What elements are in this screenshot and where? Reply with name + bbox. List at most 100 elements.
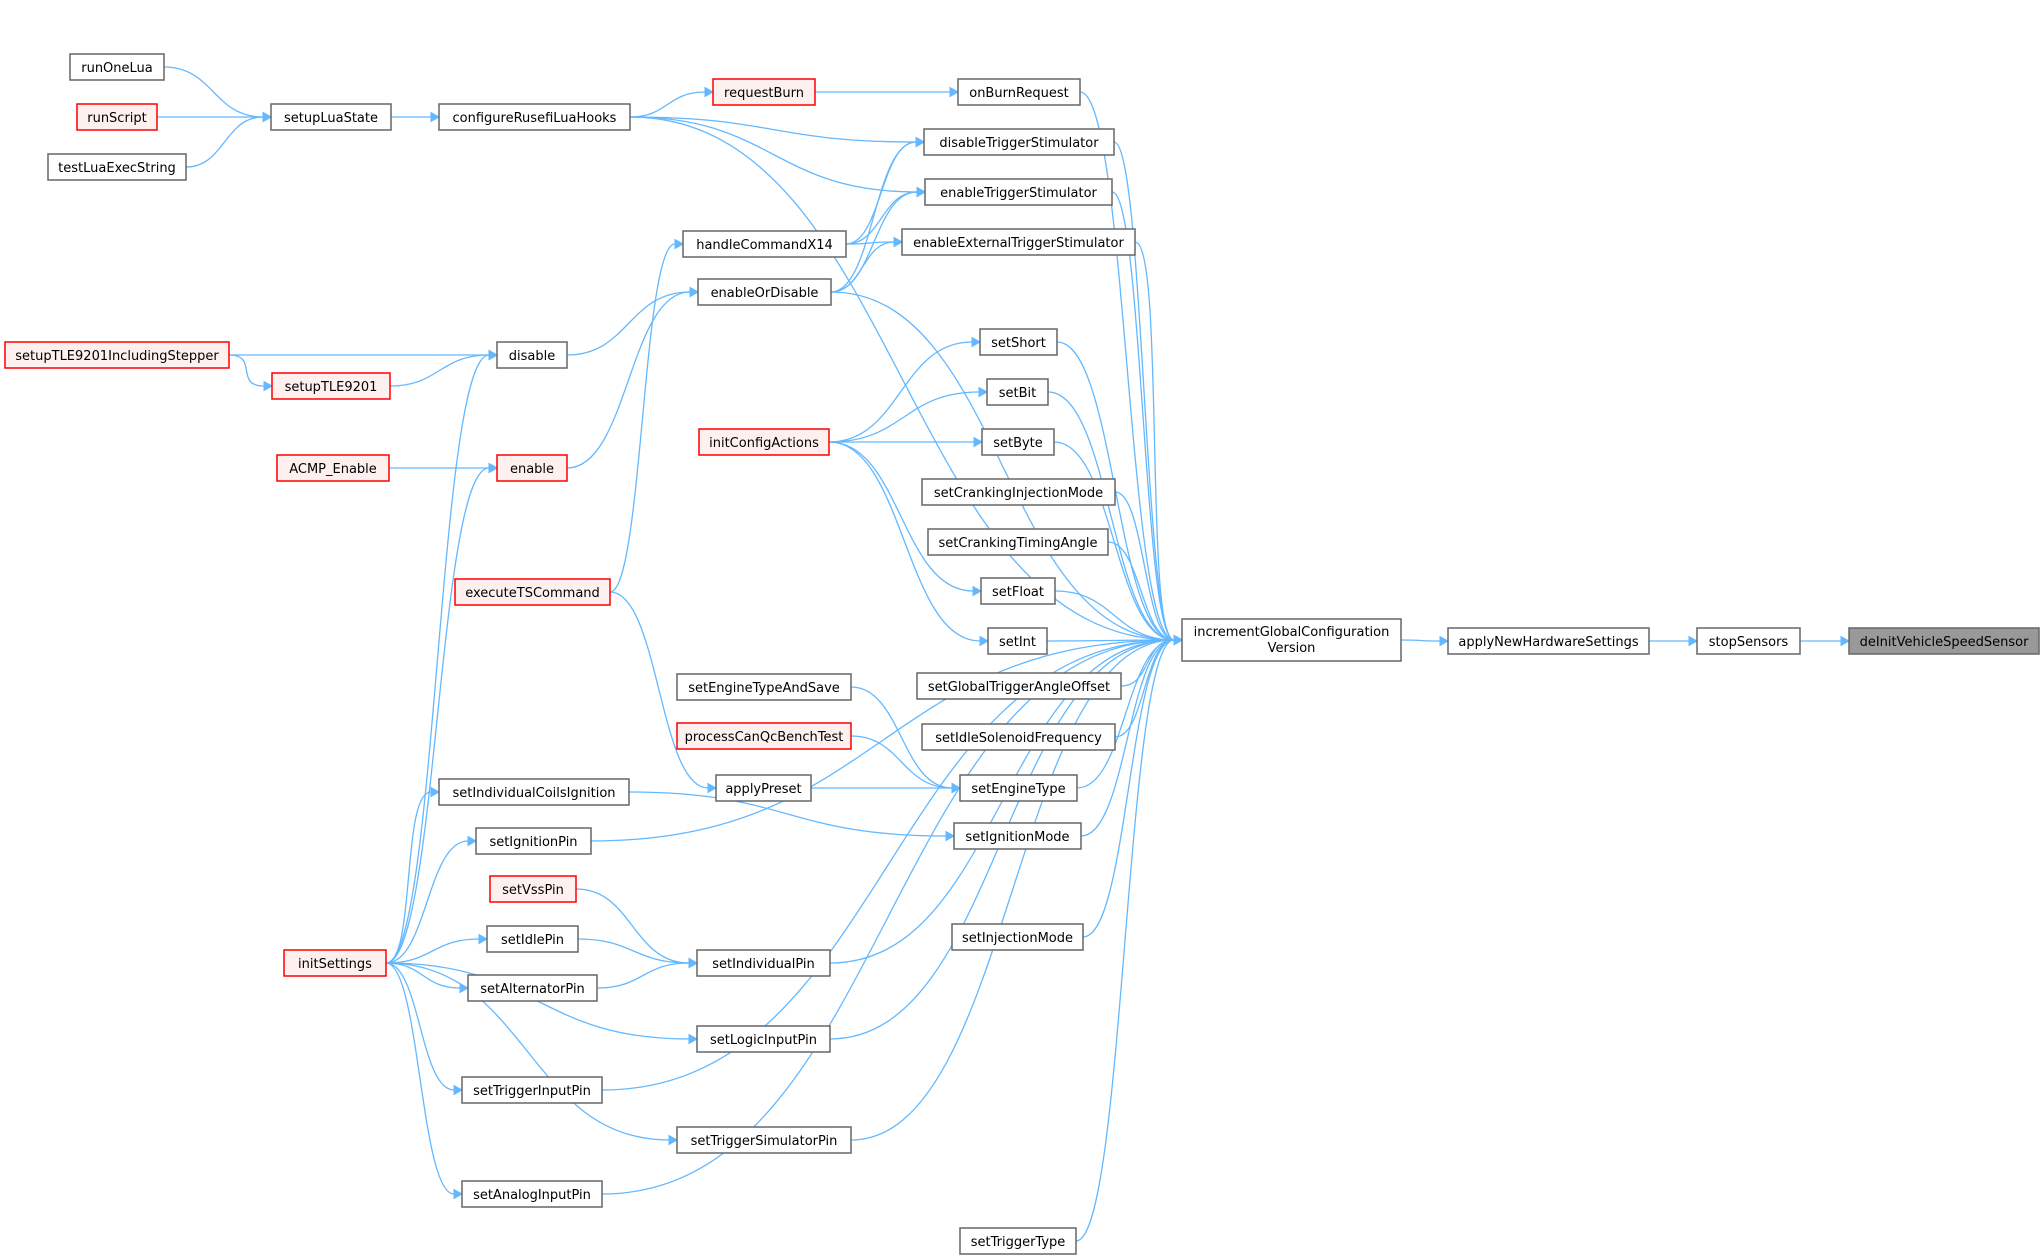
node-setupTLE9201[interactable]: setupTLE9201 [271, 372, 391, 400]
node-box [69, 53, 165, 81]
edge-initSettings-to-setIdlePin [385, 933, 489, 964]
node-box [979, 328, 1058, 356]
edge-enableOrDisable-to-disableTriggerStimulator [830, 136, 926, 293]
node-setByte[interactable]: setByte [981, 428, 1055, 456]
edge-setVssPin-to-setIndividualPin [575, 888, 699, 969]
node-box [489, 875, 577, 903]
node-setTriggerType[interactable]: setTriggerType [959, 1227, 1077, 1255]
edge-incrementGlobalConfigurationVersion-to-applyNewHardwareSettings [1400, 635, 1450, 647]
node-box [959, 774, 1078, 802]
node-executeTSCommand[interactable]: executeTSCommand [454, 578, 611, 606]
node-setTriggerInputPin[interactable]: setTriggerInputPin [461, 1076, 603, 1104]
node-box [698, 428, 830, 456]
node-enableTriggerStimulator[interactable]: enableTriggerStimulator [924, 178, 1113, 206]
node-label: setIgnitionMode [965, 830, 1069, 845]
node-label: ACMP_Enable [289, 462, 377, 477]
node-setVssPin[interactable]: setVssPin [489, 875, 577, 903]
node-box [921, 723, 1116, 751]
node-disable[interactable]: disable [496, 341, 568, 369]
node-setInt[interactable]: setInt [987, 627, 1048, 655]
node-runScript[interactable]: runScript [76, 103, 158, 131]
node-setIndividualCoilsIgnition[interactable]: setIndividualCoilsIgnition [438, 778, 630, 806]
node-testLuaExecString[interactable]: testLuaExecString [47, 153, 187, 181]
node-handleCommandX14[interactable]: handleCommandX14 [682, 230, 847, 258]
node-box [1848, 627, 2040, 655]
edge-disable-to-enableOrDisable [566, 286, 700, 356]
node-setupTLE9201IncludingStepper[interactable]: setupTLE9201IncludingStepper [4, 341, 230, 369]
node-setIdleSolenoidFrequency[interactable]: setIdleSolenoidFrequency [921, 723, 1116, 751]
node-requestBurn[interactable]: requestBurn [712, 78, 816, 106]
node-deInitVehicleSpeedSensor[interactable]: deInitVehicleSpeedSensor [1848, 627, 2040, 655]
node-setCrankingInjectionMode[interactable]: setCrankingInjectionMode [921, 478, 1116, 506]
node-setGlobalTriggerAngleOffset[interactable]: setGlobalTriggerAngleOffset [916, 672, 1122, 700]
node-processCanQcBenchTest[interactable]: processCanQcBenchTest [676, 722, 852, 750]
node-enableOrDisable[interactable]: enableOrDisable [697, 278, 832, 306]
edge-setupTLE9201IncludingStepper-to-disable [229, 349, 499, 361]
edge-configureRusefiLuaHooks-to-requestBurn [629, 86, 715, 118]
node-box [986, 378, 1049, 406]
node-box [475, 827, 592, 855]
node-enable[interactable]: enable [496, 454, 568, 482]
node-setAnalogInputPin[interactable]: setAnalogInputPin [461, 1180, 603, 1208]
node-label: setIdleSolenoidFrequency [935, 731, 1102, 746]
node-box [486, 925, 579, 953]
node-label: applyPreset [725, 782, 801, 797]
node-label: enableOrDisable [711, 286, 819, 301]
node-label: setShort [991, 336, 1046, 351]
node-label: enableExternalTriggerStimulator [913, 236, 1124, 251]
node-setIgnitionPin[interactable]: setIgnitionPin [475, 827, 592, 855]
node-label: processCanQcBenchTest [685, 730, 844, 745]
node-initSettings[interactable]: initSettings [283, 949, 387, 977]
edge-initConfigActions-to-setBit [828, 386, 989, 443]
node-applyPreset[interactable]: applyPreset [715, 774, 812, 802]
node-applyNewHardwareSettings[interactable]: applyNewHardwareSettings [1447, 627, 1650, 655]
node-label: enableTriggerStimulator [940, 186, 1097, 201]
node-box [697, 278, 832, 306]
node-configureRusefiLuaHooks[interactable]: configureRusefiLuaHooks [438, 103, 631, 131]
node-runOneLua[interactable]: runOneLua [69, 53, 165, 81]
node-label: setupLuaState [284, 111, 378, 126]
node-setInjectionMode[interactable]: setInjectionMode [951, 923, 1084, 951]
node-box [676, 673, 852, 701]
edge-initSettings-to-setAlternatorPin [385, 962, 470, 994]
node-onBurnRequest[interactable]: onBurnRequest [957, 78, 1081, 106]
edge-setTriggerSimulatorPin-to-incrementGlobalConfigurationVersion [850, 634, 1184, 1141]
node-setCrankingTimingAngle[interactable]: setCrankingTimingAngle [927, 528, 1109, 556]
node-box [283, 949, 387, 977]
node-label: initSettings [298, 957, 372, 972]
node-label: setIdlePin [501, 933, 564, 948]
node-ACMP_Enable[interactable]: ACMP_Enable [276, 454, 390, 482]
node-setFloat[interactable]: setFloat [980, 577, 1056, 605]
node-setIgnitionMode[interactable]: setIgnitionMode [953, 822, 1082, 850]
node-initConfigActions[interactable]: initConfigActions [698, 428, 830, 456]
edge-initConfigActions-to-setFloat [828, 441, 983, 597]
node-setIdlePin[interactable]: setIdlePin [486, 925, 579, 953]
node-enableExternalTriggerStimulator[interactable]: enableExternalTriggerStimulator [901, 228, 1136, 256]
node-label: setEngineType [971, 782, 1065, 797]
node-box [461, 1076, 603, 1104]
node-label: onBurnRequest [969, 86, 1069, 101]
node-box [696, 1025, 831, 1053]
node-box [927, 528, 1109, 556]
node-box [676, 1126, 852, 1154]
edge-runOneLua-to-setupLuaState [163, 66, 273, 123]
node-setIndividualPin[interactable]: setIndividualPin [696, 949, 831, 977]
node-stopSensors[interactable]: stopSensors [1696, 627, 1801, 655]
node-label: setAnalogInputPin [473, 1188, 591, 1203]
node-setEngineTypeAndSave[interactable]: setEngineTypeAndSave [676, 673, 852, 701]
node-box [271, 372, 391, 400]
node-setTriggerSimulatorPin[interactable]: setTriggerSimulatorPin [676, 1126, 852, 1154]
node-box [951, 923, 1084, 951]
edge-initConfigActions-to-setByte [829, 436, 984, 448]
node-setupLuaState[interactable]: setupLuaState [270, 103, 392, 131]
edge-setAlternatorPin-to-setIndividualPin [596, 957, 699, 989]
node-setShort[interactable]: setShort [979, 328, 1058, 356]
node-setBit[interactable]: setBit [986, 378, 1049, 406]
node-setLogicInputPin[interactable]: setLogicInputPin [696, 1025, 831, 1053]
node-box [1447, 627, 1650, 655]
node-disableTriggerStimulator[interactable]: disableTriggerStimulator [923, 128, 1115, 156]
node-setAlternatorPin[interactable]: setAlternatorPin [467, 974, 598, 1002]
nodes-layer: deInitVehicleSpeedSensor stopSensors apply… [4, 53, 2040, 1255]
node-setEngineType[interactable]: setEngineType [959, 774, 1078, 802]
